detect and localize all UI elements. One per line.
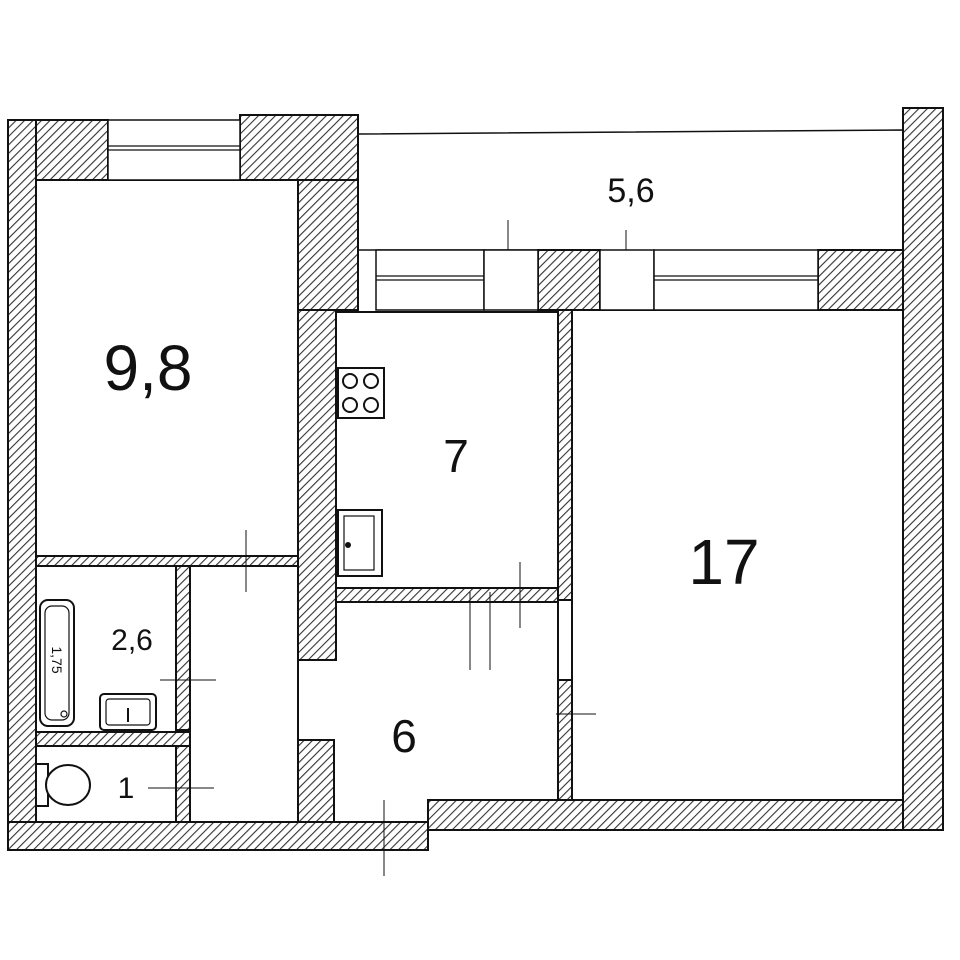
bathroom-area-label: 2,6 xyxy=(111,624,153,657)
bathtub-length-label: 1,75 xyxy=(49,646,65,673)
bedroom-area-label: 9,8 xyxy=(104,332,193,404)
bedroom-window xyxy=(107,119,241,181)
toilet-icon xyxy=(35,763,91,807)
sink-icon xyxy=(337,509,383,577)
windows xyxy=(107,119,819,311)
corridor-closet xyxy=(189,565,299,823)
balcony-door-living xyxy=(599,249,655,311)
hallway xyxy=(297,601,559,823)
area-labels: 9,8 5,6 7 17 2,6 1 6 xyxy=(104,172,760,805)
living-room-window xyxy=(653,249,819,311)
balcony-area-label: 5,6 xyxy=(607,172,654,210)
kitchen-area-label: 7 xyxy=(443,430,469,482)
door-marks xyxy=(148,530,596,876)
bathtub-icon xyxy=(39,599,75,727)
balcony-door-kitchen xyxy=(483,249,539,311)
living-room-area-label: 17 xyxy=(688,526,759,598)
stove-icon xyxy=(337,367,385,419)
kitchen-window xyxy=(375,249,485,311)
living-room xyxy=(571,309,904,801)
washbasin-icon xyxy=(99,693,157,731)
bedroom xyxy=(35,179,299,557)
toilet-area-label: 1 xyxy=(118,772,135,805)
exterior-walls xyxy=(7,107,944,851)
hallway-area-label: 6 xyxy=(391,710,417,762)
